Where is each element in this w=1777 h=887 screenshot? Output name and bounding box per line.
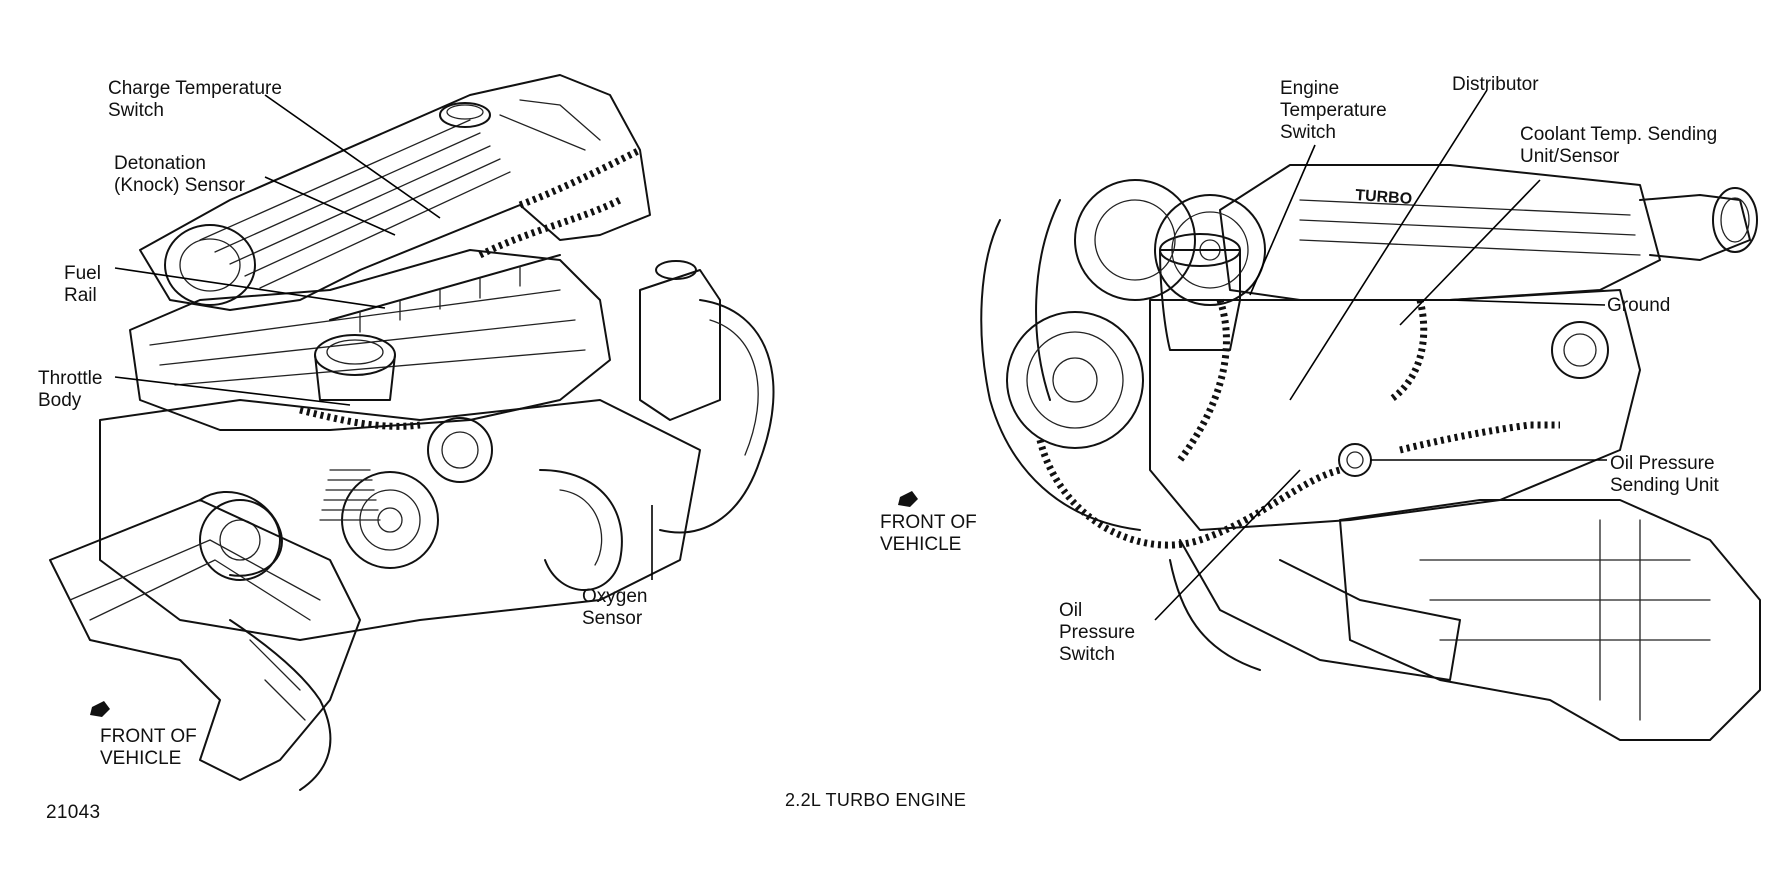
label-detonation-knock-sensor: Detonation (Knock) Sensor bbox=[114, 153, 245, 196]
label-front-of-vehicle-right: FRONT OF VEHICLE bbox=[880, 512, 977, 555]
label-oxygen-sensor: Oxygen Sensor bbox=[582, 586, 648, 629]
label-ground: Ground bbox=[1607, 295, 1671, 316]
figure-caption: 2.2L TURBO ENGINE bbox=[785, 790, 967, 810]
label-coolant-temp-sending-unit: Coolant Temp. Sending Unit/Sensor bbox=[1520, 124, 1718, 167]
label-engine-temperature-switch: Engine Temperature Switch bbox=[1280, 78, 1387, 143]
label-fuel-rail: Fuel Rail bbox=[64, 263, 101, 306]
left-engine-illustration bbox=[49, 74, 775, 791]
label-throttle-body: Throttle Body bbox=[38, 368, 103, 411]
label-front-of-vehicle-left: FRONT OF VEHICLE bbox=[100, 726, 197, 769]
right-leader-lines bbox=[1154, 89, 1607, 621]
front-direction-arrow-icon-right bbox=[898, 491, 918, 507]
label-oil-pressure-sending-unit: Oil Pressure Sending Unit bbox=[1610, 453, 1719, 496]
label-charge-temperature-switch: Charge Temperature Switch bbox=[108, 78, 282, 121]
figure-number: 21043 bbox=[46, 802, 101, 823]
label-oil-pressure-switch: Oil Pressure Switch bbox=[1059, 600, 1136, 665]
label-distributor: Distributor bbox=[1452, 74, 1539, 95]
front-direction-arrow-icon bbox=[90, 701, 110, 717]
left-leader-lines bbox=[114, 94, 653, 580]
valve-cover-lettering: TURBO bbox=[1355, 187, 1413, 208]
